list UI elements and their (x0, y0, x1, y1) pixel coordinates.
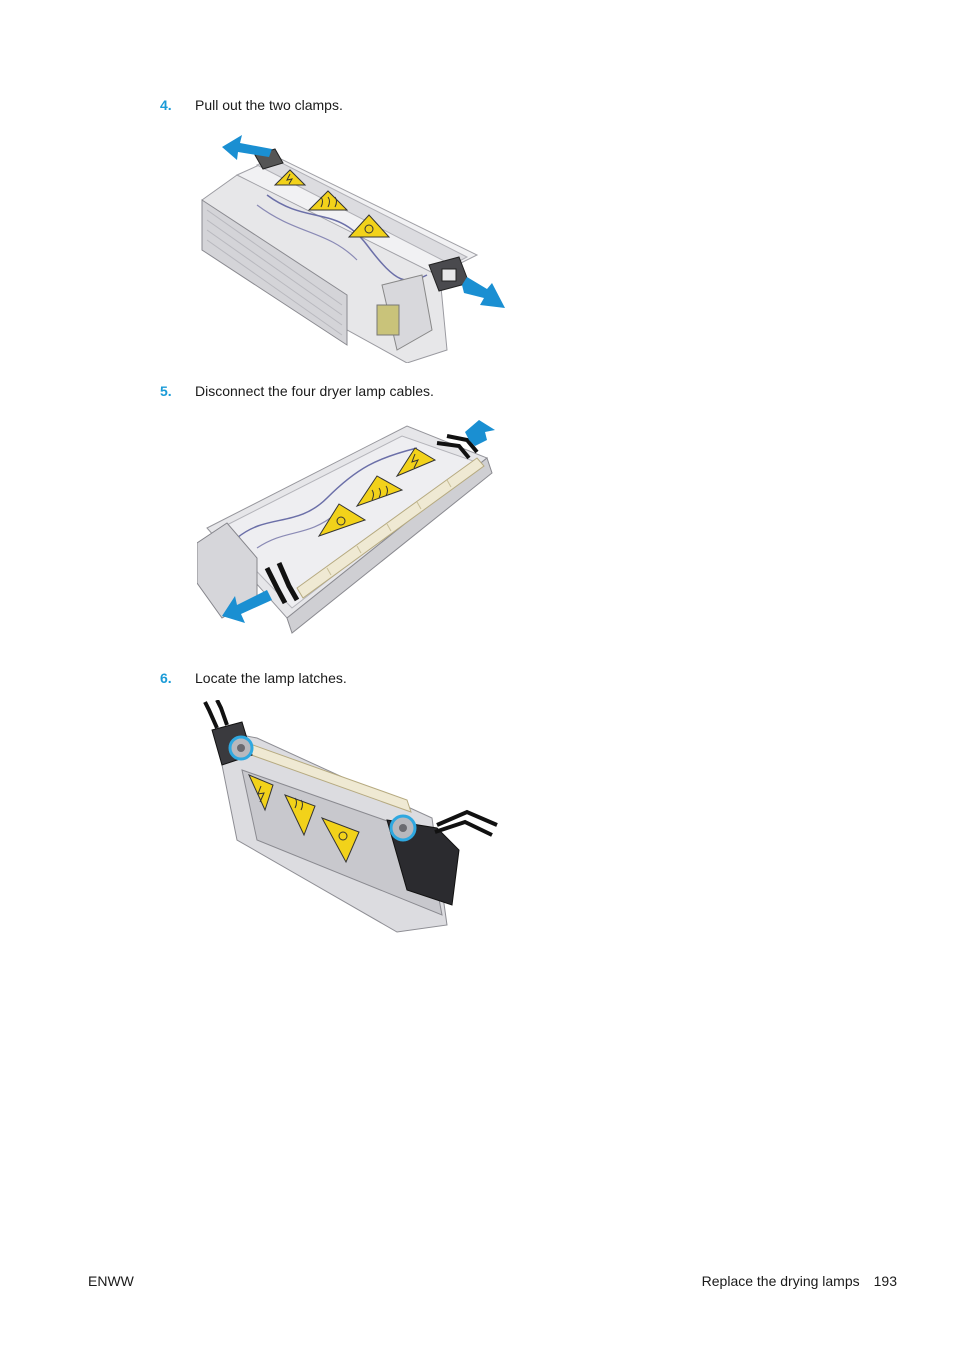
step-6: 6. Locate the lamp latches. (160, 669, 347, 687)
step-text: Pull out the two clamps. (195, 97, 343, 113)
step-4: 4. Pull out the two clamps. (160, 96, 343, 114)
figure-lamp-latches (197, 700, 507, 938)
lamp-cables (203, 700, 498, 837)
arrow-left-icon (222, 135, 272, 160)
warning-label-hot-surface-icon (307, 190, 349, 211)
step-number: 6. (160, 670, 172, 686)
warning-label-hot-surface-icon (284, 794, 316, 837)
warning-label-light-icon (320, 817, 360, 864)
step-number: 4. (160, 97, 172, 113)
cable-connector-right (436, 434, 479, 460)
warning-label-electric-icon (395, 447, 437, 478)
footer-left: ENWW (88, 1273, 134, 1289)
step-text: Disconnect the four dryer lamp cables. (195, 383, 434, 399)
arrow-right-icon (462, 277, 505, 308)
warning-label-electric-icon (248, 774, 274, 812)
footer-section-title: Replace the drying lamps (701, 1273, 860, 1289)
warning-label-electric-icon (273, 169, 307, 186)
footer-right: Replace the drying lamps 193 (702, 1272, 897, 1290)
step-text: Locate the lamp latches. (195, 670, 347, 686)
lamp-latch-left-highlight (228, 735, 254, 761)
page-number: 193 (873, 1273, 897, 1289)
warning-label-hot-surface-icon (355, 475, 404, 507)
lamp-latch-right-highlight (389, 814, 417, 842)
warning-label-light-icon (317, 503, 367, 537)
warning-label-light-icon (347, 214, 391, 238)
step-number: 5. (160, 383, 172, 399)
figure-pull-clamps (197, 135, 509, 363)
step-5: 5. Disconnect the four dryer lamp cables. (160, 382, 434, 400)
figure-disconnect-cables (197, 418, 499, 650)
cable-connector-left (264, 562, 300, 605)
arrow-top-right-icon (465, 420, 495, 446)
clamp-right (428, 256, 470, 292)
arrow-bottom-left-icon (222, 590, 272, 623)
